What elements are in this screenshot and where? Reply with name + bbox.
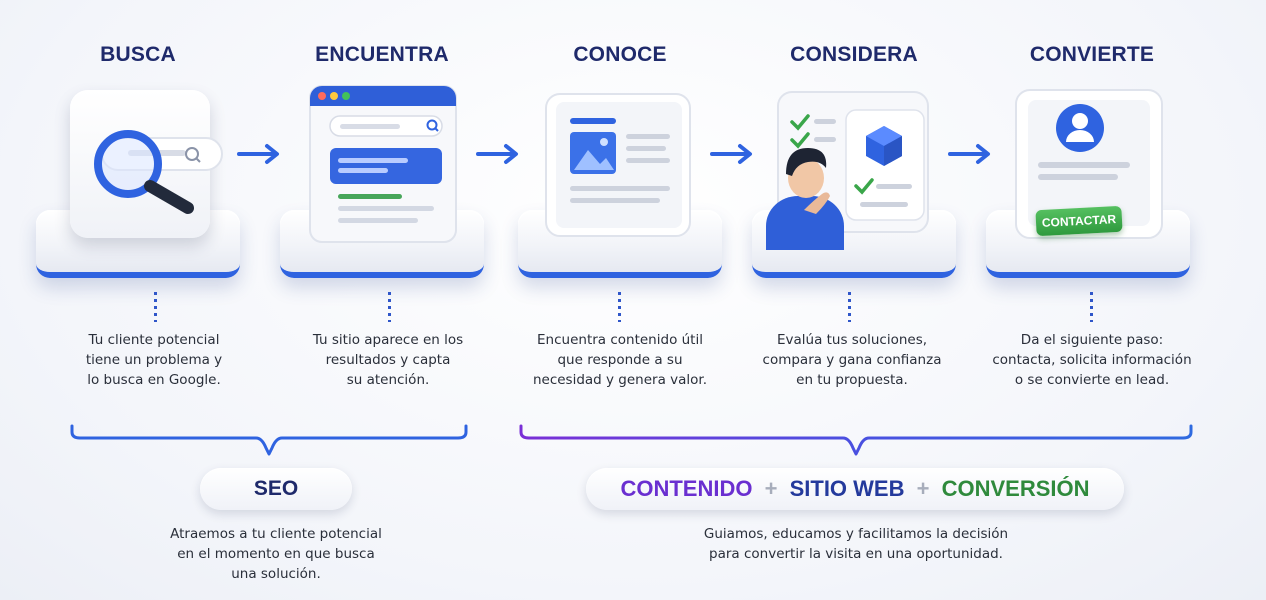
stage-description: Evalúa tus soluciones, compara y gana co… [762, 332, 942, 388]
stage-description: Da el siguiente paso: contacta, solicita… [992, 332, 1192, 388]
conversion-pill: CONTENIDO + SITIO WEB + CONVERSIÓN [586, 468, 1124, 510]
stage-title: BUSCA [100, 43, 176, 66]
compare-board-icon [777, 91, 929, 233]
connector-dots [154, 292, 157, 322]
pill-separator: + [916, 476, 930, 501]
pill-part-contenido: CONTENIDO [620, 476, 753, 501]
stage-description: Tu sitio aparece en los resultados y cap… [312, 332, 464, 388]
stage-title: CONSIDERA [790, 43, 918, 66]
stage-title: ENCUENTRA [315, 43, 449, 66]
seo-description: Atraemos a tu cliente potencial en el mo… [170, 526, 382, 582]
pill-separator: + [764, 476, 778, 501]
thinking-person-icon [766, 148, 844, 250]
connector-dots [618, 292, 621, 322]
contact-button[interactable]: CONTACTAR [1035, 205, 1123, 237]
lead-form-icon [1015, 89, 1163, 239]
arrow-right-icon [237, 144, 279, 164]
arrow-right-icon [948, 144, 990, 164]
stage-title: CONOCE [573, 43, 667, 66]
conversion-description: Guiamos, educamos y facilitamos la decis… [703, 526, 1009, 562]
conversion-brace [519, 424, 1193, 456]
seo-pill: SEO [200, 468, 352, 510]
pill-part-conversion: CONVERSIÓN [941, 476, 1090, 501]
magnifier-icon [94, 130, 223, 214]
stage-title: CONVIERTE [1029, 43, 1155, 66]
arrow-right-icon [710, 144, 752, 164]
browser-results-icon [309, 85, 457, 243]
content-page-icon [545, 93, 691, 237]
connector-dots [848, 292, 851, 322]
stage-description: Encuentra contenido útil que responde a … [532, 332, 708, 388]
pill-part-sitio-web: SITIO WEB [789, 476, 905, 501]
arrow-right-icon [476, 144, 518, 164]
seo-brace [70, 424, 468, 456]
connector-dots [1090, 292, 1093, 322]
connector-dots [388, 292, 391, 322]
stage-description: Tu cliente potencial tiene un problema y… [85, 332, 223, 388]
